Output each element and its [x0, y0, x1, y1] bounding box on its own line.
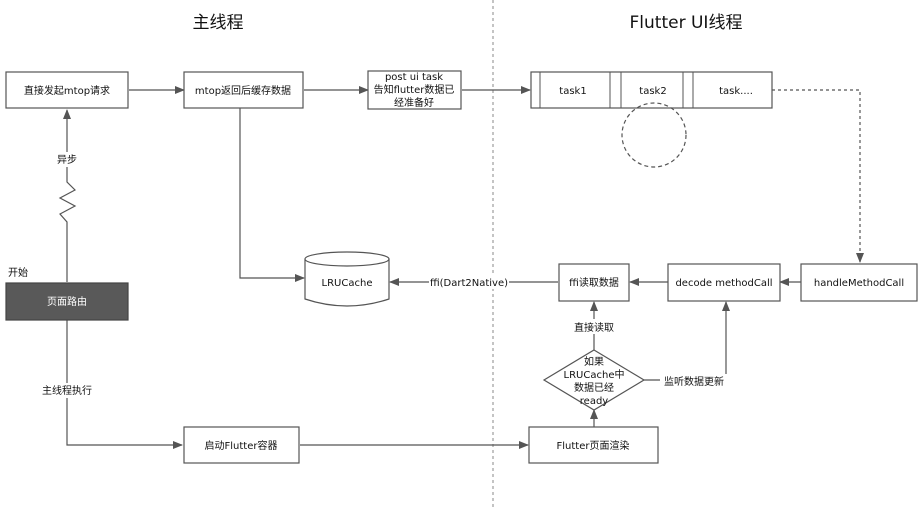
node-condition-line4: ready: [580, 396, 609, 407]
label-direct-read: 直接读取: [574, 321, 614, 334]
node-handle-methodcall-label: handleMethodCall: [814, 278, 904, 289]
arrow-route-to-container: [66, 320, 183, 449]
label-listen-update: 监听数据更新: [664, 375, 724, 388]
node-lrucache-label: LRUCache: [322, 278, 373, 289]
label-async: 异步: [57, 154, 77, 166]
node-post-ui-task-line3: 经准备好: [394, 96, 434, 109]
node-start-flutter-container-label: 启动Flutter容器: [205, 439, 278, 452]
task-queue: [530, 71, 773, 109]
node-decode-methodcall: [667, 263, 781, 302]
task3-label: task....: [719, 86, 753, 97]
node-post-ui-task-line1: post ui task: [385, 72, 443, 83]
label-main-thread-exec: 主线程执行: [42, 384, 92, 397]
node-handle-methodcall: [800, 263, 918, 302]
arrow-async-zigzag: [58, 109, 77, 282]
node-direct-mtop: [5, 71, 129, 109]
node-ffi-read-label: ffi读取数据: [569, 276, 619, 289]
task2-highlight-circle: [621, 102, 687, 168]
node-decode-methodcall-label: decode methodCall: [675, 278, 772, 289]
node-mtop-return: [183, 71, 304, 109]
node-condition-line1: 如果: [584, 355, 604, 368]
arrow-return-to-lrucache: [239, 108, 305, 282]
task1-label: task1: [559, 86, 586, 97]
node-ffi-read: [558, 263, 630, 302]
label-ffi-dart2native: ffi(Dart2Native): [430, 278, 508, 289]
node-condition-line3: 数据已经: [574, 381, 614, 394]
node-page-route-label: 页面路由: [47, 295, 87, 308]
main-thread-title: 主线程: [193, 13, 244, 33]
node-post-ui-task-line2: 告知flutter数据已: [374, 83, 455, 96]
arrow-condition-to-decode: [644, 301, 730, 381]
node-direct-mtop-label: 直接发起mtop请求: [24, 84, 110, 97]
task2-label: task2: [639, 86, 666, 97]
node-lrucache: [304, 251, 390, 307]
node-flutter-render: [528, 426, 659, 464]
node-page-route: [5, 282, 129, 321]
flutter-ui-thread-title: Flutter UI线程: [630, 13, 743, 33]
node-mtop-return-label: mtop返回后缓存数据: [195, 84, 291, 97]
node-flutter-render-label: Flutter页面渲染: [557, 439, 630, 452]
node-condition-line2: LRUCache中: [564, 368, 625, 381]
node-start-flutter-container: [183, 426, 300, 464]
arrow-queue-to-handle-dashed: [772, 89, 864, 263]
node-post-ui-task: [367, 70, 462, 110]
node-condition-diamond: [542, 349, 646, 411]
label-start: 开始: [8, 266, 28, 279]
